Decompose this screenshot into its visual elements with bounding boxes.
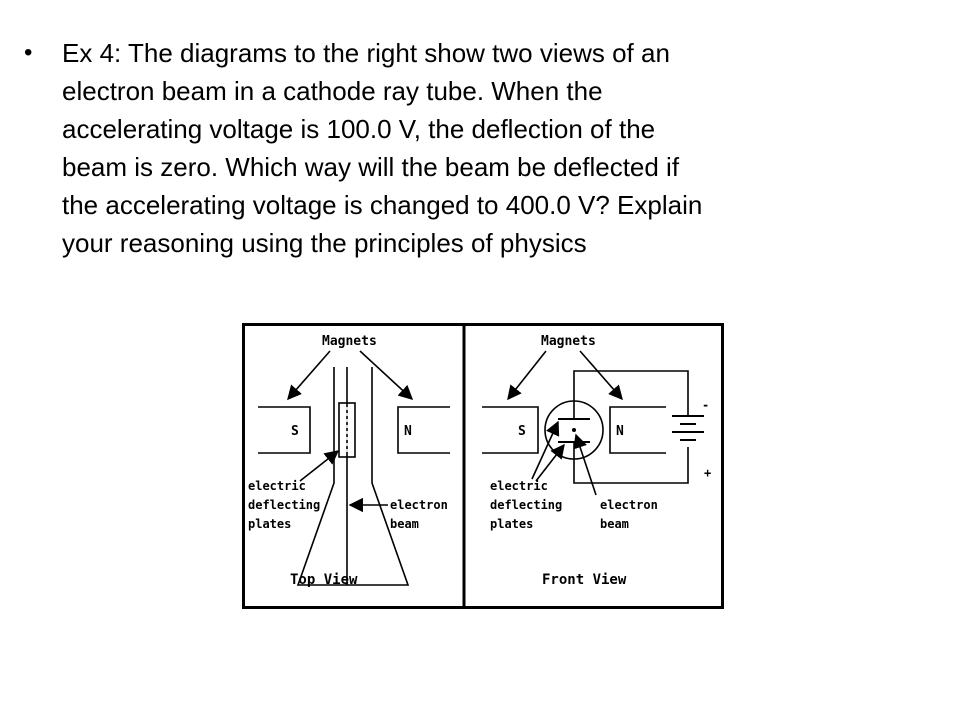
question-bullet: • Ex 4: The diagrams to the right show t…	[24, 34, 904, 262]
front-magnet-arrow-left	[507, 350, 547, 401]
front-plates-label-1: electric	[490, 479, 548, 493]
front-view-panel: Magnets S N	[482, 334, 711, 588]
top-plates-label-2: deflecting	[248, 498, 320, 512]
front-pole-n-label: N	[616, 424, 624, 439]
front-pole-s-label: S	[518, 424, 526, 439]
top-magnet-s	[258, 406, 311, 454]
top-plates-label-3: plates	[248, 517, 291, 531]
top-view-caption: Top View	[290, 572, 358, 588]
battery-icon	[672, 415, 704, 441]
top-magnets-label: Magnets	[322, 334, 377, 349]
diagram-svg: Magnets S N electric deflecting plates e…	[242, 323, 724, 609]
top-pole-n-label: N	[404, 424, 412, 439]
top-view-panel: Magnets S N electric deflecting plates e…	[248, 334, 450, 588]
front-beam-label-2: beam	[600, 517, 629, 531]
top-beam-label-1: electron	[390, 498, 448, 512]
cathode-ray-tube-diagram: Magnets S N electric deflecting plates e…	[242, 323, 724, 609]
front-wire-bottom	[573, 442, 689, 484]
front-view-caption: Front View	[542, 572, 627, 588]
front-magnet-arrow-right	[579, 350, 623, 401]
front-plates-arrow-bottom	[535, 443, 565, 482]
front-beam-label-1: electron	[600, 498, 658, 512]
front-beam-arrow	[573, 433, 597, 496]
front-plates-label-3: plates	[490, 517, 533, 531]
front-magnets-label: Magnets	[541, 334, 596, 349]
top-plates-label-1: electric	[248, 479, 306, 493]
top-beam-label-2: beam	[390, 517, 419, 531]
top-magnet-arrow-right	[359, 350, 414, 400]
top-magnet-arrow-left	[287, 350, 331, 401]
top-pole-s-label: S	[291, 424, 299, 439]
front-magnet-n	[609, 406, 666, 454]
bullet-dot-icon: •	[24, 39, 33, 66]
front-magnet-s	[482, 406, 539, 454]
front-wire-top	[573, 370, 689, 419]
front-plates-label-2: deflecting	[490, 498, 562, 512]
top-magnet-n	[397, 406, 450, 454]
front-electron-beam-dot	[572, 428, 576, 432]
question-text: Ex 4: The diagrams to the right show two…	[62, 38, 703, 258]
battery-plus-label: +	[704, 466, 711, 480]
top-plates-arrow	[299, 450, 340, 482]
front-plates-arrow-top	[531, 420, 560, 480]
battery-minus-label: -	[702, 398, 709, 412]
